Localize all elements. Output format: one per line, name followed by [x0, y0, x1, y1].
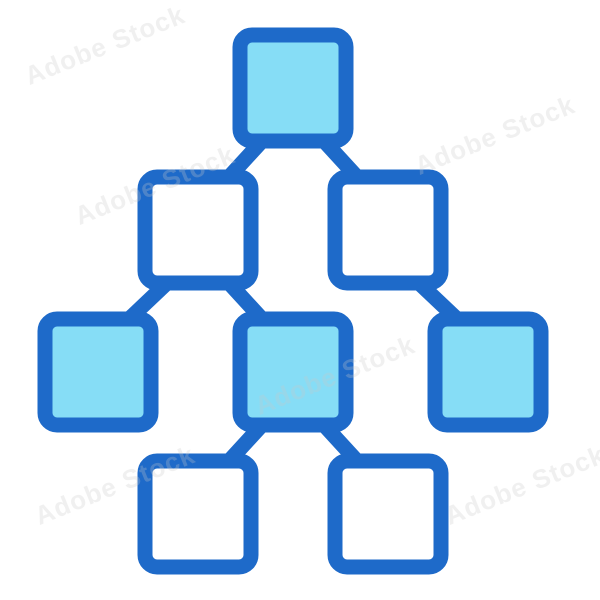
tree-node-level2-right	[327, 169, 449, 291]
tree-node-root	[232, 27, 354, 149]
tree-node-level4-right	[327, 453, 449, 575]
tree-node-level3-right	[427, 311, 549, 433]
tree-node-level4-left	[137, 453, 259, 575]
tree-node-level3-left	[37, 311, 159, 433]
tree-nodes	[37, 27, 549, 575]
tree-node-level3-middle	[232, 311, 354, 433]
tree-node-level2-left	[137, 169, 259, 291]
